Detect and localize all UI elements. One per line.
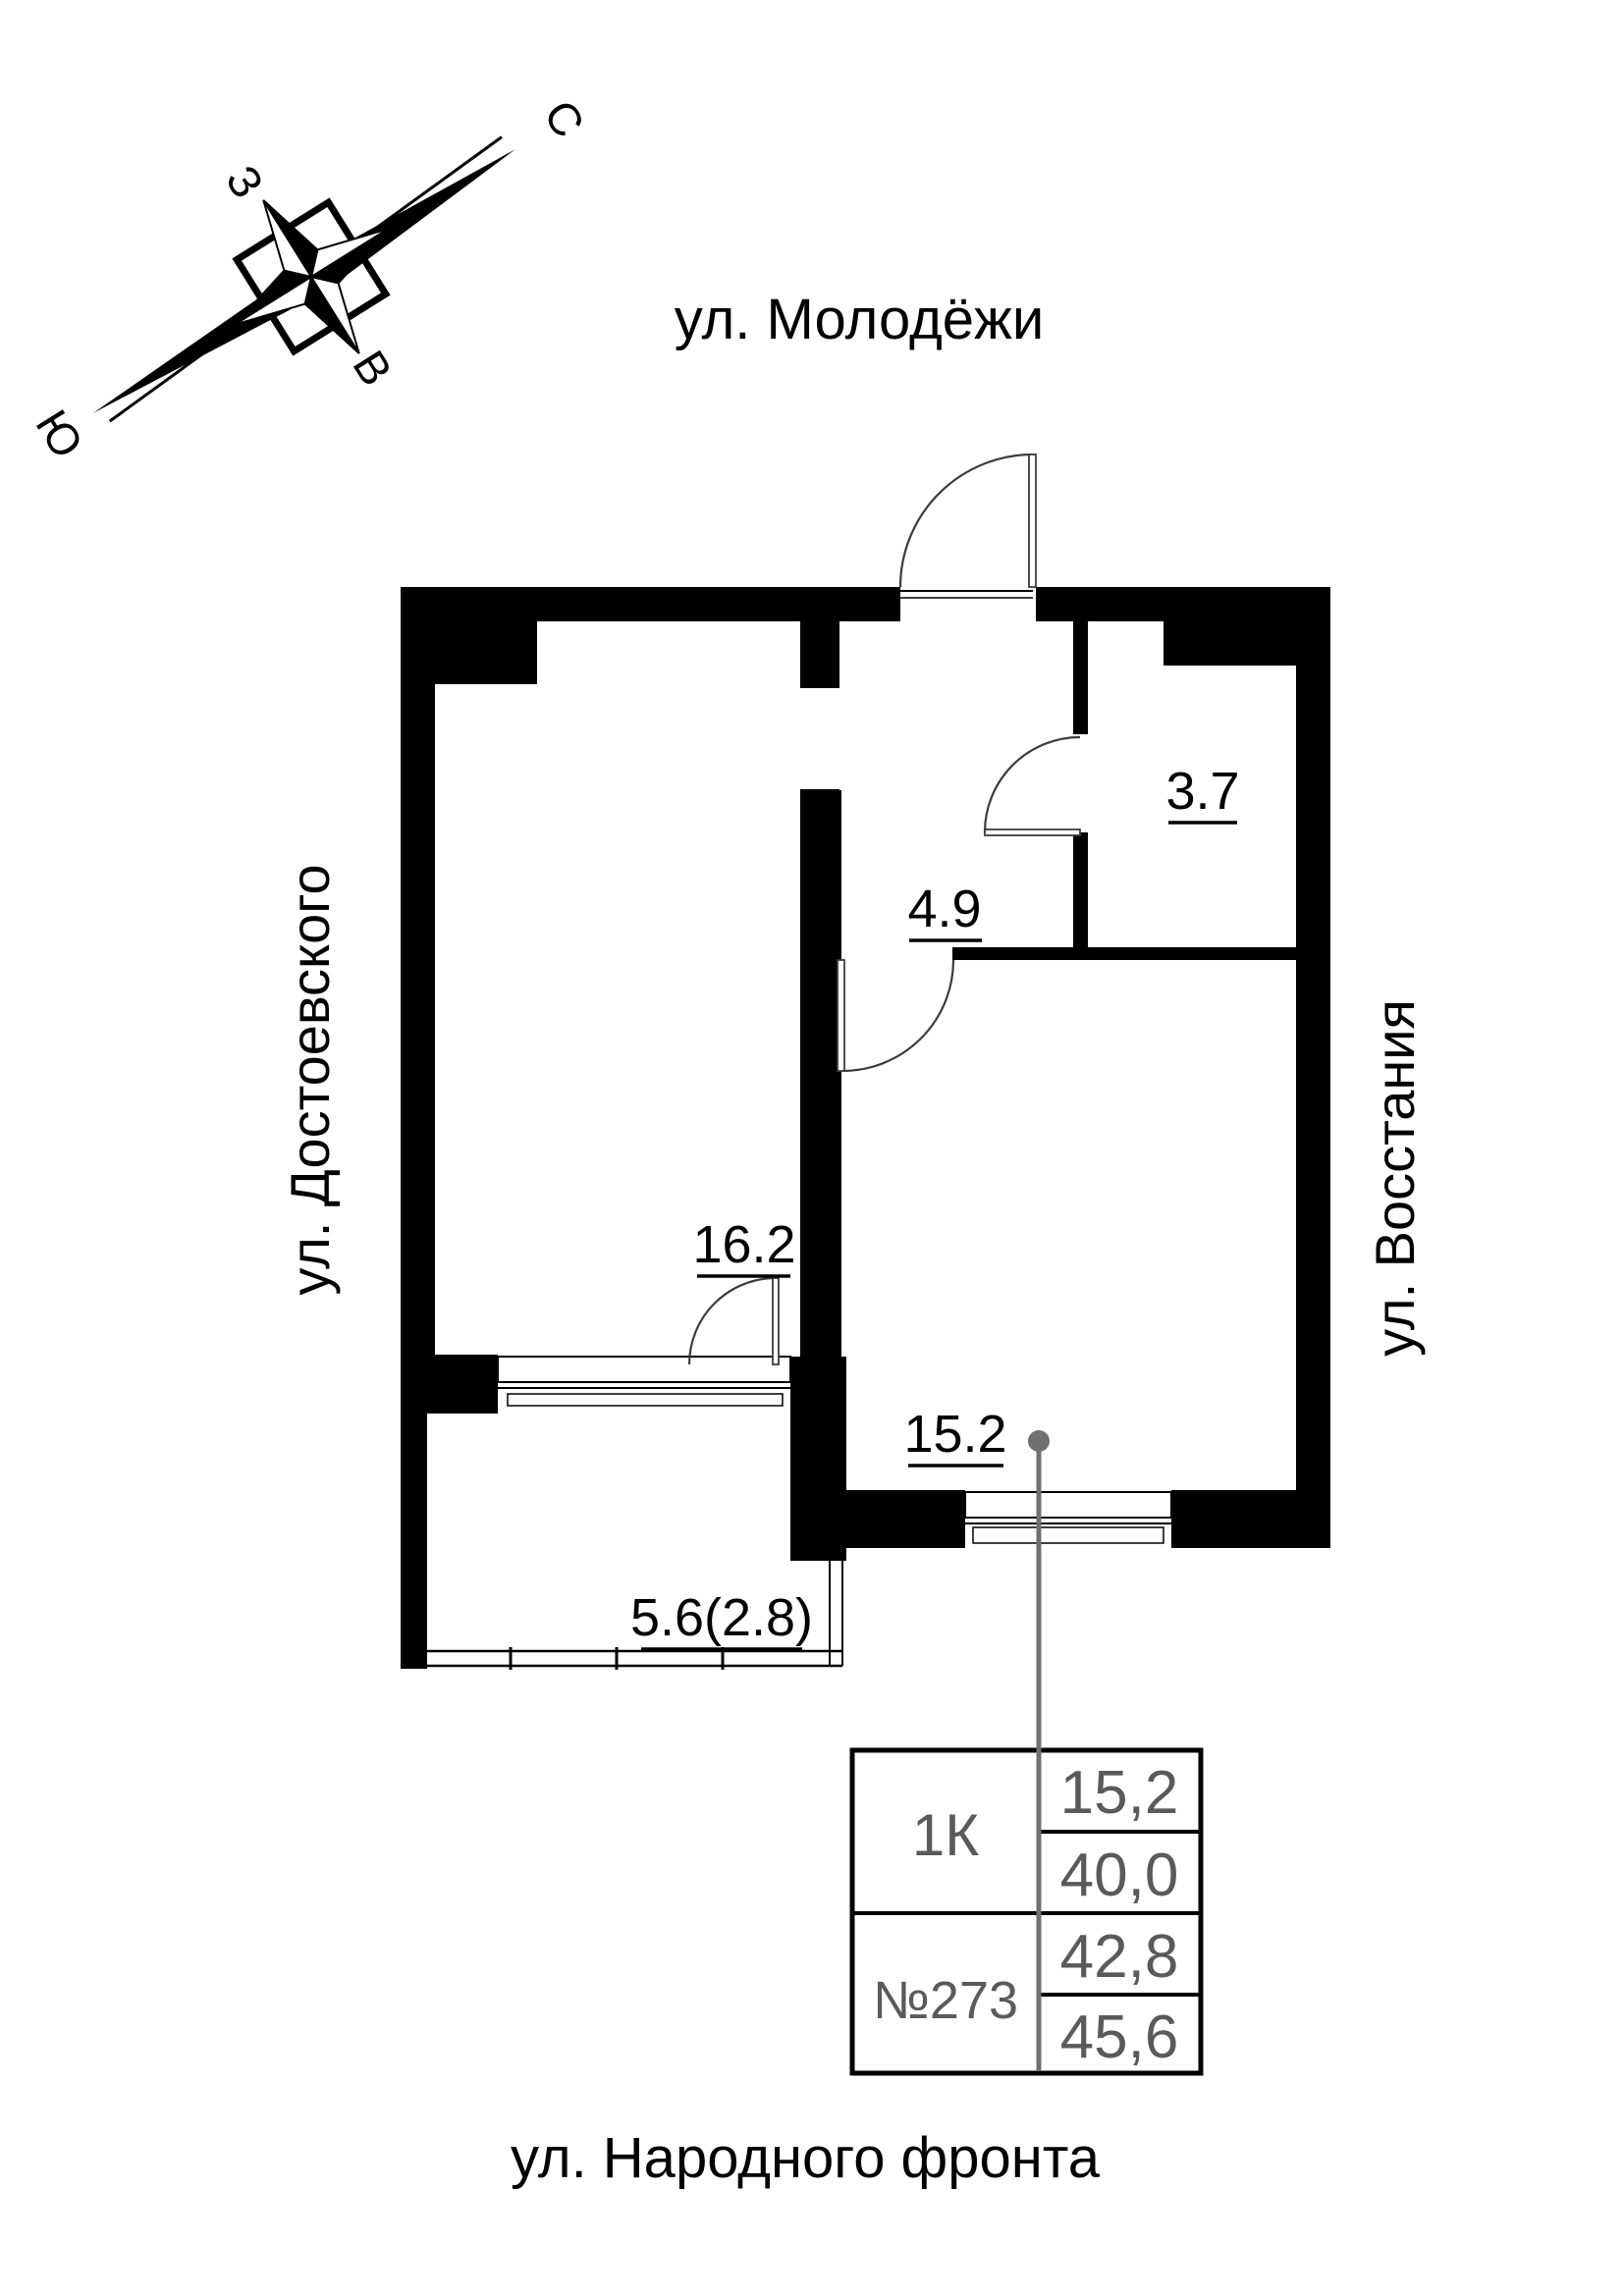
info-table-text: 1К №273 15,2 40,0 42,8 45,6 — [873, 1759, 1178, 2071]
balcony-glazing — [427, 1561, 843, 1670]
compass-square — [232, 197, 391, 356]
street-top: ул. Молодёжи — [675, 288, 1045, 351]
balcony-door — [687, 1276, 780, 1365]
compass-south-label: Ю — [27, 401, 94, 467]
wall-horizontal-mid — [952, 947, 1330, 960]
window-frame — [964, 1491, 1172, 1519]
table-value-room-area: 15,2 — [1060, 1759, 1179, 1827]
wall-bottom-right-segment — [1171, 1490, 1330, 1548]
compass-star — [234, 199, 389, 354]
bathroom-area-label: 3.7 — [1165, 762, 1239, 821]
wall-bathroom-upper — [1073, 621, 1088, 734]
wall-partition-top — [800, 621, 839, 687]
wall-partition-low-block — [790, 1357, 846, 1561]
bedroom-door-leaf — [837, 959, 845, 1072]
bedroom-door — [837, 959, 955, 1073]
living-room-area-label: 16.2 — [692, 1215, 795, 1274]
street-right: ул. Восстания — [1364, 999, 1426, 1357]
wall-left — [401, 587, 435, 1414]
wall-partition-mid — [800, 790, 841, 1357]
wall-right — [1296, 587, 1330, 1548]
wall-balcony-window-block — [401, 1355, 498, 1414]
wall-bathroom-lower — [1073, 832, 1088, 960]
bathroom-door-leaf — [984, 828, 1081, 836]
bedroom-area-label: 15.2 — [903, 1405, 1006, 1464]
apartment-type: 1К — [912, 1802, 979, 1868]
street-bottom: ул. Народного фронта — [511, 2126, 1101, 2190]
bedroom-window — [964, 1491, 1172, 1544]
room-labels: 3.7 4.9 16.2 15.2 5.6(2.8) — [630, 762, 1240, 1651]
compass-east-label: В — [344, 342, 403, 395]
entrance-door-leaf — [1028, 454, 1037, 588]
window-frame — [497, 1356, 791, 1383]
bedroom-door-arc — [841, 959, 955, 1073]
table-value-total-area: 45,6 — [1060, 2003, 1179, 2071]
balcony-area-label: 5.6(2.8) — [630, 1588, 813, 1647]
wall-top-left — [537, 587, 900, 621]
hallway-area-label: 4.9 — [907, 880, 981, 938]
balcony-door-leaf — [772, 1277, 780, 1365]
window-sill — [972, 1526, 1164, 1544]
compass-north-label: С — [534, 91, 595, 146]
table-value-area: 42,8 — [1060, 1923, 1179, 1991]
living-room-window — [497, 1356, 791, 1407]
compass-west-label: З — [216, 157, 274, 207]
street-left: ул. Достоевского — [279, 864, 341, 1295]
info-table — [849, 1747, 1204, 2076]
window-sill — [507, 1393, 784, 1407]
entrance-door — [898, 453, 1037, 588]
walls — [401, 587, 1330, 1669]
leader — [1028, 1430, 1050, 2071]
wall-bottom-left-segment — [846, 1490, 965, 1548]
balcony-door-arc — [687, 1276, 777, 1365]
apartment-number: №273 — [873, 1971, 1018, 2030]
bathroom-door-arc — [983, 735, 1081, 833]
entrance-door-arc — [898, 453, 1034, 588]
compass-rose: С Ю З В — [27, 91, 595, 467]
bathroom-door — [983, 735, 1081, 836]
wall-balcony-left — [401, 1414, 427, 1669]
table-value-living-area: 40,0 — [1060, 1842, 1179, 1909]
